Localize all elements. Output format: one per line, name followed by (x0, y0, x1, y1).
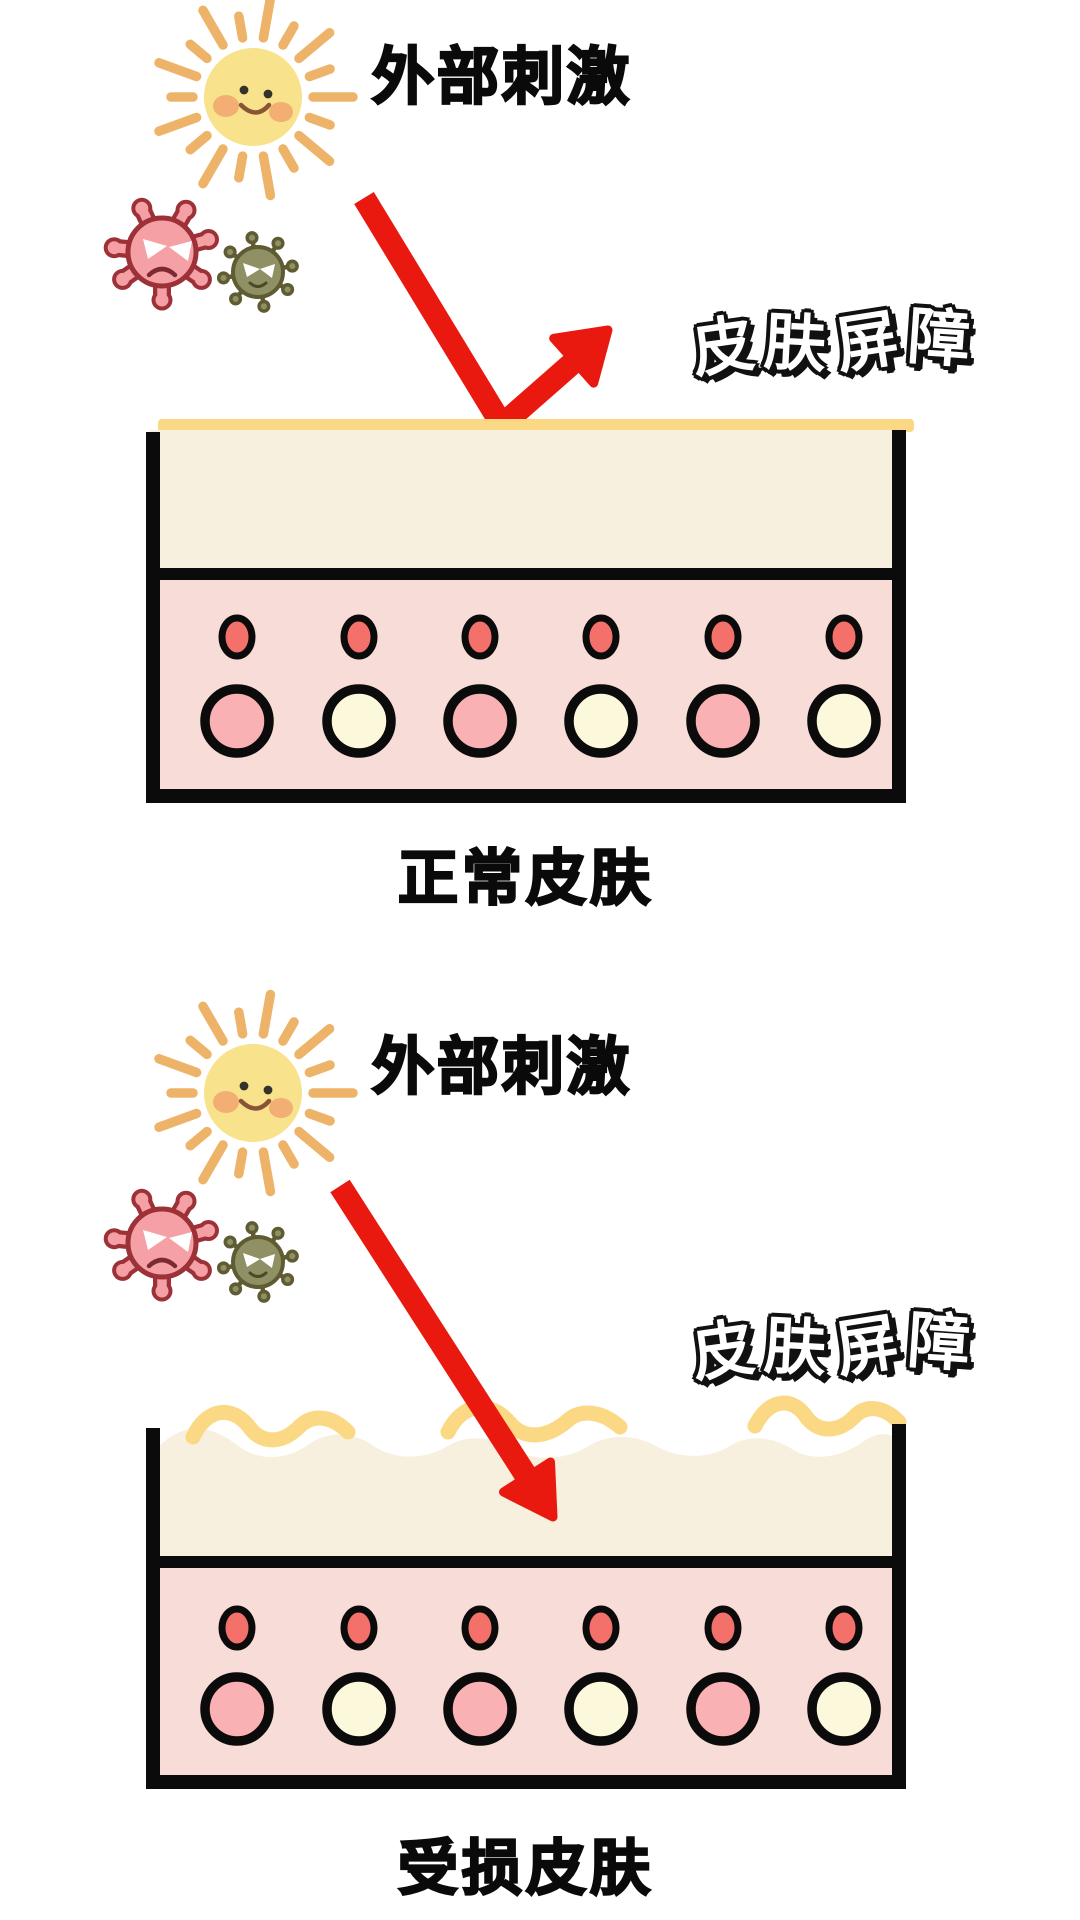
sun-icon (159, 995, 353, 1192)
sun-icon (159, 0, 353, 196)
panel-normal-art (104, 0, 914, 803)
panel-damaged-art (104, 995, 907, 1789)
small-cells-row (218, 1605, 863, 1651)
stimulus-label-normal: 外部刺激 (371, 42, 633, 113)
virus-pink-icon (104, 1189, 219, 1302)
epidermis-layer (150, 430, 902, 575)
small-cells-row (218, 614, 863, 660)
barrier-layer-broken (185, 1395, 907, 1448)
deflected-arrow-icon (354, 192, 613, 437)
large-cells-row (200, 684, 881, 758)
virus-green-icon (219, 233, 297, 311)
stimulus-label-damaged: 外部刺激 (371, 1032, 633, 1103)
skin-block-normal (146, 419, 914, 803)
caption-damaged-skin: 受损皮肤 (397, 1834, 654, 1902)
block-frame (146, 430, 906, 803)
block-frame (146, 1424, 906, 1789)
large-cells-row (200, 1672, 881, 1746)
virus-pink-icon (104, 198, 219, 311)
dermis-layer (150, 1558, 902, 1786)
barrier-layer-intact (158, 419, 914, 432)
penetrating-arrow-icon (330, 1179, 558, 1522)
caption-normal-skin: 正常皮肤 (397, 844, 654, 912)
dermis-layer (150, 575, 902, 797)
virus-green-icon (219, 1223, 297, 1301)
